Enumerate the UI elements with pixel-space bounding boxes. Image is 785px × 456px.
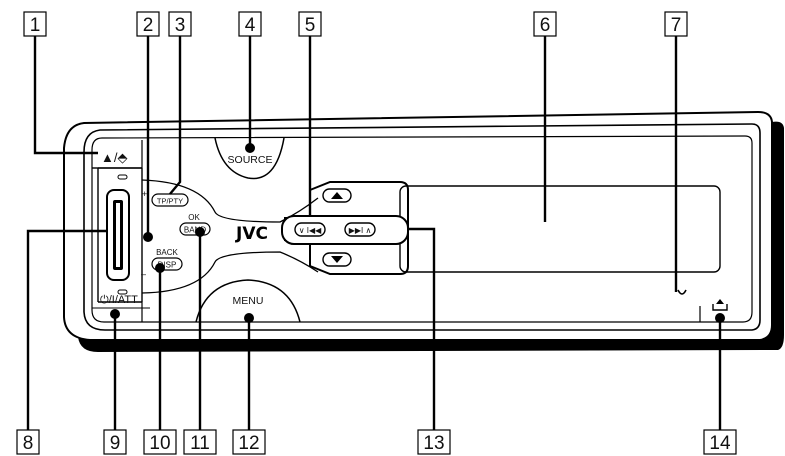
- detach-arrow-icon: [716, 299, 724, 304]
- faceplate-inner: [83, 123, 761, 331]
- leader-dot-2: [143, 232, 153, 242]
- leader-3: [169, 34, 182, 195]
- leader-1: [33, 34, 98, 155]
- tp-pty-button-label[interactable]: TP/PTY: [157, 197, 183, 206]
- remote-sensor: [677, 289, 687, 295]
- menu-button-arc[interactable]: [195, 279, 301, 323]
- leader-dot-4: [245, 143, 255, 153]
- callout-box-9: 9: [103, 429, 127, 455]
- volume-knob-highlight: [116, 203, 120, 267]
- callout-box-12: 12: [232, 429, 266, 455]
- leader-dot-9: [110, 309, 120, 319]
- bezel-curve-upper: [141, 179, 319, 223]
- leader-dot-11: [195, 227, 205, 237]
- leader-dot-12: [244, 313, 254, 323]
- power-att-button-label[interactable]: ⏻/I/ATT: [100, 294, 138, 306]
- svg-text:7: 7: [671, 15, 682, 36]
- detach-icon[interactable]: [712, 304, 728, 311]
- callout-box-14: 14: [703, 429, 737, 455]
- volume-minus-label: –: [141, 269, 146, 279]
- callout-box-6: 6: [533, 11, 557, 37]
- leader-dot-10: [155, 263, 165, 273]
- svg-text:4: 4: [245, 15, 256, 36]
- callout-box-1: 1: [23, 11, 47, 37]
- disp-button[interactable]: [151, 257, 183, 271]
- leader-13: [408, 227, 436, 432]
- svg-text:10: 10: [149, 433, 170, 454]
- callout-box-8: 8: [16, 429, 40, 455]
- source-button-arc[interactable]: [214, 137, 285, 180]
- indicator-top: [117, 174, 128, 180]
- svg-text:3: 3: [175, 15, 186, 36]
- prev-button-label[interactable]: ∨ I◀◀: [299, 226, 322, 235]
- volume-knob-outer[interactable]: [106, 189, 130, 281]
- leader-lines: [26, 34, 722, 432]
- callout-box-13: 13: [417, 429, 451, 455]
- band-button[interactable]: [179, 222, 211, 236]
- back-label: BACK: [156, 248, 178, 257]
- svg-text:13: 13: [423, 433, 444, 454]
- next-button[interactable]: [344, 222, 376, 237]
- up-button[interactable]: [322, 188, 352, 203]
- svg-text:12: 12: [238, 433, 259, 454]
- svg-text:14: 14: [709, 433, 731, 454]
- leader-8: [26, 229, 108, 432]
- bezel-curve-lower: [141, 251, 319, 294]
- source-button-label[interactable]: SOURCE: [228, 154, 273, 166]
- next-button-label[interactable]: ▶▶I ∧: [349, 226, 372, 235]
- brand-logo: JVC: [235, 224, 268, 244]
- callout-box-5: 5: [298, 11, 322, 37]
- callout-box-7: 7: [664, 11, 688, 37]
- ok-label: OK: [188, 213, 200, 222]
- callout-box-11: 11: [183, 429, 217, 455]
- eject-button-label[interactable]: ▲/⬘: [101, 150, 127, 165]
- svg-text:5: 5: [305, 15, 316, 36]
- svg-text:6: 6: [540, 15, 551, 36]
- prev-button[interactable]: [294, 222, 326, 237]
- callout-box-10: 10: [143, 429, 177, 455]
- indicator-bottom: [117, 289, 128, 295]
- band-button-label[interactable]: BAND: [184, 226, 206, 235]
- callout-box-4: 4: [238, 11, 262, 37]
- menu-button-label[interactable]: MENU: [233, 295, 264, 307]
- volume-plus-label: +: [142, 189, 147, 199]
- down-button[interactable]: [322, 252, 352, 267]
- svg-text:8: 8: [23, 433, 34, 454]
- disp-button-label[interactable]: DISP: [158, 261, 177, 270]
- faceplate-outer: [63, 110, 773, 341]
- callout-box-2: 2: [136, 11, 160, 37]
- leader-dot-14: [715, 313, 725, 323]
- svg-text:9: 9: [110, 433, 121, 454]
- svg-text:11: 11: [190, 433, 210, 454]
- svg-text:2: 2: [143, 15, 154, 36]
- svg-text:1: 1: [30, 15, 41, 36]
- faceplate-inner-2: [91, 135, 753, 323]
- down-arrow-icon: [331, 256, 343, 263]
- up-arrow-icon: [331, 192, 343, 199]
- callout-box-3: 3: [168, 11, 192, 37]
